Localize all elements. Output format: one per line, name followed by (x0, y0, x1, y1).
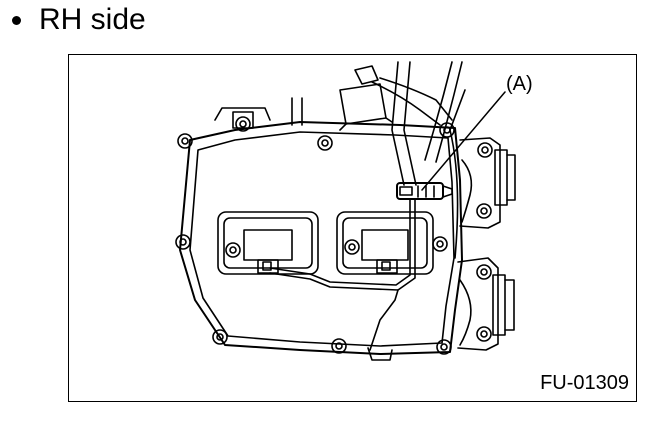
right-intake-lower (457, 257, 515, 351)
coil-recess-right (336, 211, 434, 275)
figure-frame: FU-01309 (68, 54, 637, 402)
wiring-harness (269, 199, 416, 351)
valve-component (339, 65, 393, 131)
bullet-icon (12, 15, 21, 25)
cover-outline (179, 121, 463, 355)
cover-bolts (175, 116, 455, 355)
sensor-component (396, 182, 453, 200)
callout-leader (421, 91, 506, 191)
callout-label-a: (A) (506, 73, 533, 95)
right-intake-upper (459, 137, 516, 229)
section-heading: RH side (8, 0, 146, 40)
cover-details (214, 107, 459, 361)
figure-code: FU-01309 (540, 372, 629, 394)
heading-text: RH side (39, 3, 146, 36)
coil-recess-left (217, 211, 319, 275)
